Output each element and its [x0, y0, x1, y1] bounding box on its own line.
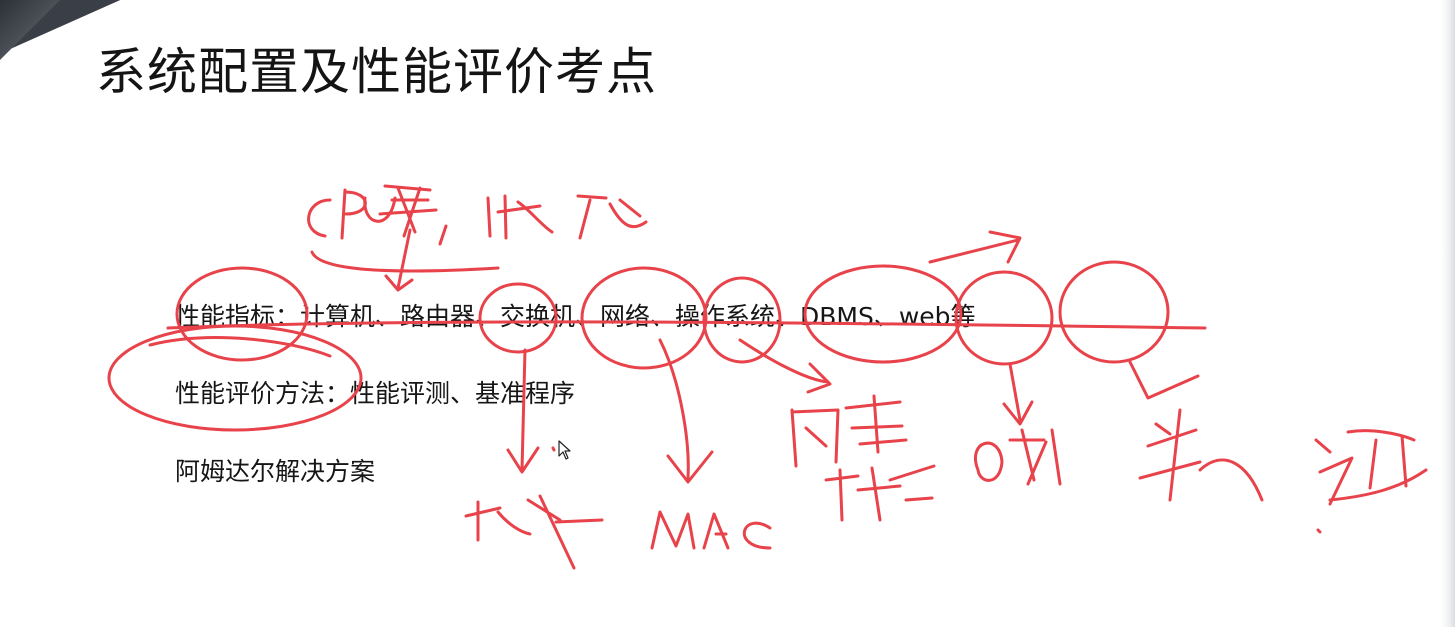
ink-word-router	[464, 494, 604, 570]
ink-arrow-web	[1128, 360, 1200, 400]
evaluation-methods-line: 性能评价方法：性能评测、基准程序	[175, 379, 576, 408]
performance-metrics-line: 性能指标：计算机、路由器、交换机、网络、操作系统、DBMS、web等	[175, 302, 976, 331]
ink-arrow-switch	[658, 338, 714, 484]
ink-dot-1	[1316, 528, 1322, 534]
ink-comma	[438, 224, 448, 246]
ink-arrow-top	[928, 230, 1022, 264]
slide-title: 系统配置及性能评价考点	[96, 43, 657, 101]
right-edge-shadow	[1441, 0, 1455, 627]
ink-arrow-network	[738, 338, 832, 394]
ink-freq	[378, 184, 438, 238]
ink-word-2	[486, 194, 554, 240]
ink-word-web-2	[1314, 429, 1428, 506]
ink-word-network-3	[824, 464, 936, 522]
ink-circle-web	[1058, 260, 1170, 364]
ink-word-dbms	[974, 428, 1062, 486]
ink-cpu-c	[307, 198, 332, 238]
ink-arrow-dbms	[1002, 362, 1034, 426]
ink-cpu-u	[363, 196, 397, 223]
ink-arc-extra	[148, 336, 332, 358]
mouse-pointer-icon	[558, 440, 571, 460]
ink-arrow-to-text	[384, 228, 414, 292]
ink-word-network-1	[790, 408, 840, 468]
amdahl-solution-line: 阿姆达尔解决方案	[175, 457, 376, 486]
ink-dot-2	[551, 446, 556, 452]
ink-cpu-p	[340, 188, 367, 240]
ink-word-web-1	[1138, 408, 1264, 502]
ink-word-3	[576, 194, 648, 240]
ink-word-network-2	[844, 394, 908, 454]
ink-word-mac	[650, 510, 772, 550]
ink-brace	[310, 250, 500, 273]
